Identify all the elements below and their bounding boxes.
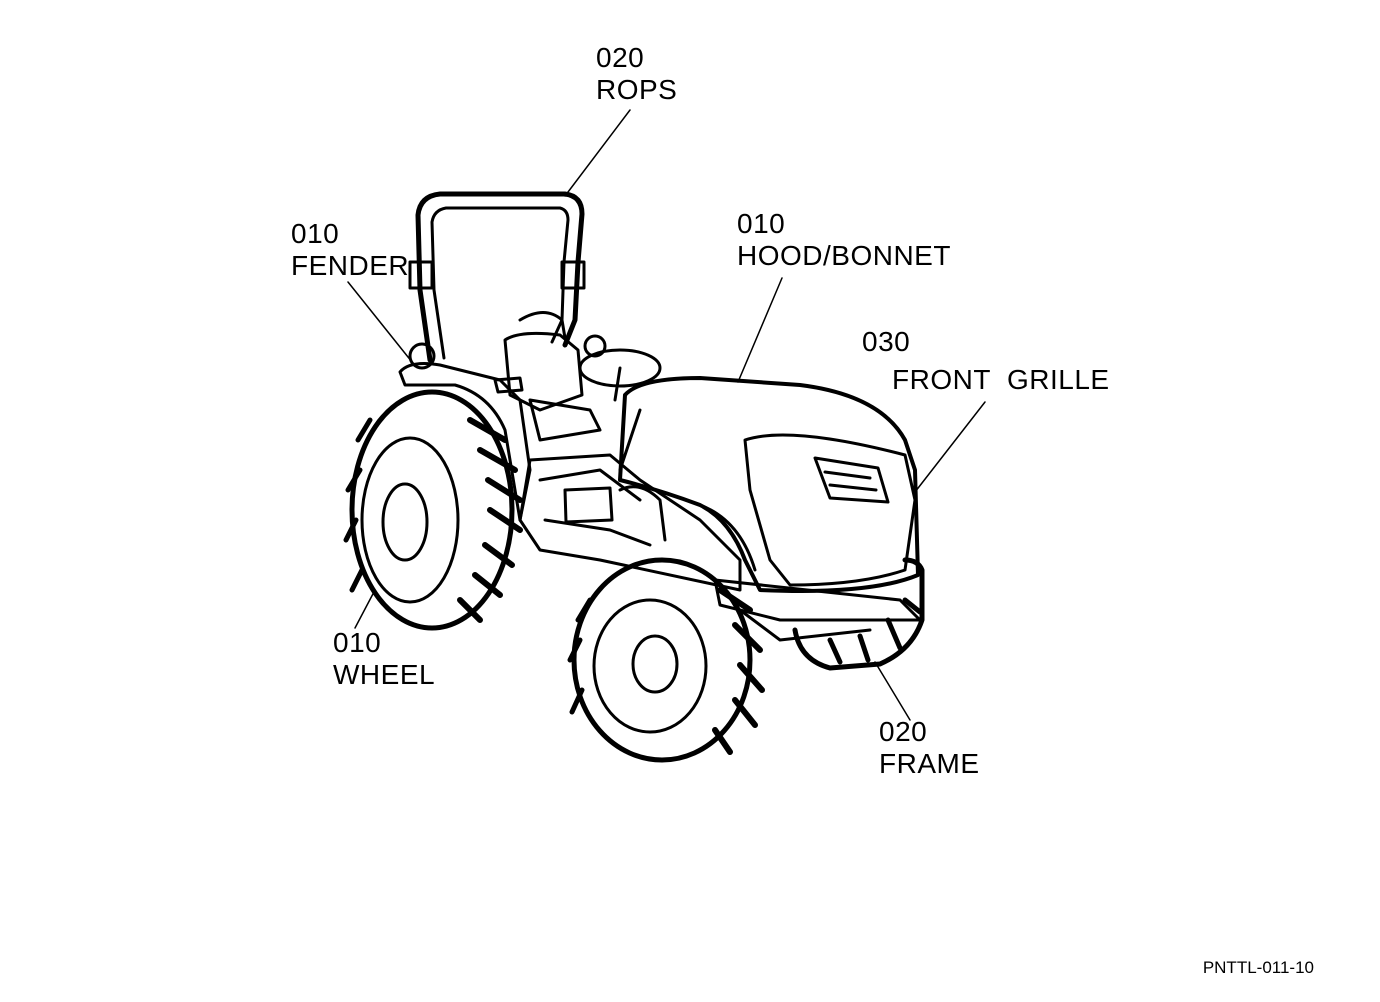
rops-illustration	[408, 191, 586, 363]
callout-hood-name: HOOD/BONNET	[737, 240, 951, 271]
callout-wheel-name: WHEEL	[333, 659, 436, 690]
front-left-wheel-illustration	[567, 557, 765, 763]
callout-grille-name: FRONT GRILLE	[892, 364, 1110, 395]
callout-wheel: 010 WHEEL	[333, 627, 435, 691]
callout-rops: 020 ROPS	[596, 42, 677, 106]
callout-rops-name: ROPS	[596, 74, 678, 105]
reference-code: PNTTL-011-10	[1202, 958, 1314, 977]
callout-grille-code: 030	[862, 326, 911, 357]
callout-fender-code: 010	[291, 218, 340, 249]
hood-illustration	[618, 376, 920, 593]
leader-line-hood	[737, 277, 783, 383]
callout-frame-name: FRAME	[879, 748, 980, 779]
callout-frame: 020 FRAME	[879, 716, 980, 780]
rear-wheel-illustration	[343, 389, 523, 631]
seat-illustration	[493, 311, 602, 442]
leader-line-rops	[564, 109, 631, 197]
callout-rops-code: 020	[596, 42, 645, 73]
steering-wheel-illustration	[578, 348, 662, 402]
leader-line-wheel	[354, 589, 376, 629]
grille-illustration	[743, 433, 917, 587]
front-right-wheel-illustration	[792, 557, 925, 671]
leader-line-frame	[874, 661, 911, 721]
frame-illustration	[713, 578, 922, 642]
leader-line-fender	[347, 281, 413, 363]
callout-frame-code: 020	[879, 716, 928, 747]
callout-fender: 010 FENDER	[291, 218, 409, 282]
callout-wheel-code: 010	[333, 627, 382, 658]
callout-hood: 010 HOOD/BONNET	[737, 208, 951, 272]
chassis-illustration	[518, 453, 742, 592]
leader-line-grille	[914, 401, 986, 493]
leader-lines	[347, 109, 986, 721]
callout-fender-name: FENDER	[291, 250, 410, 281]
callout-grille: 030 FRONT GRILLE	[862, 326, 1110, 396]
callout-hood-code: 010	[737, 208, 786, 239]
